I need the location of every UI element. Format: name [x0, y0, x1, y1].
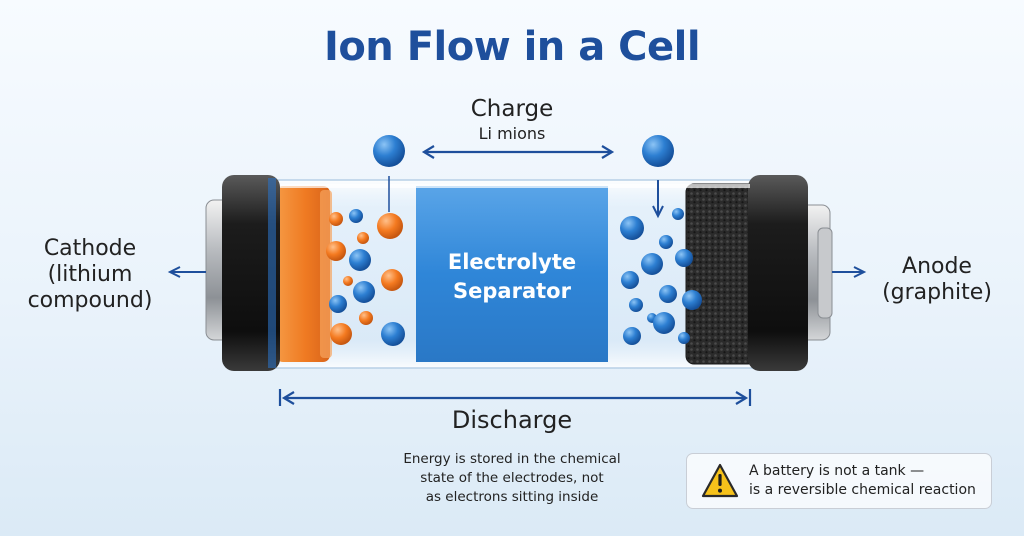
- electrolyte-separator-label: Electrolyte Separator: [420, 248, 604, 306]
- charge-ions-label: Li mions: [478, 124, 546, 143]
- anode-ions: [620, 208, 702, 345]
- left-cap: [222, 175, 280, 371]
- warning-callout: A battery is not a tank — is a reversibl…: [686, 453, 992, 509]
- right-cap: [748, 175, 808, 371]
- charge-label: Charge: [470, 96, 554, 122]
- anode-label: Anode (graphite): [862, 254, 1012, 306]
- charge-ion-left: [373, 135, 405, 167]
- anode-arrow: [832, 266, 867, 278]
- charge-ion-right: [642, 135, 674, 167]
- energy-note: Energy is stored in the chemical state o…: [382, 450, 642, 507]
- anode-label-line1: Anode: [902, 254, 972, 279]
- cathode-arrow: [167, 266, 206, 278]
- energy-note-line2: state of the electrodes, not: [420, 470, 604, 486]
- cathode-label-line1: Cathode: [43, 236, 137, 261]
- energy-note-line1: Energy is stored in the chemical: [403, 451, 621, 467]
- warning-text: A battery is not a tank — is a reversibl…: [749, 462, 989, 500]
- anode-label-line2: (graphite): [882, 280, 992, 305]
- warning-text-line2: is a reversible chemical reaction: [749, 482, 976, 498]
- warning-text-line1: A battery is not a tank —: [749, 463, 925, 479]
- cathode-label-line2: (lithium: [47, 262, 133, 287]
- anode-electrode: [686, 184, 756, 364]
- cathode-label: Cathode (lithium compound): [20, 236, 160, 314]
- cathode-ions: [326, 209, 405, 346]
- electrolyte-label-line1: Electrolyte: [447, 250, 577, 274]
- discharge-arrow: [278, 389, 752, 406]
- energy-note-line3: as electrons sitting inside: [425, 489, 599, 505]
- electrolyte-separator: [416, 186, 608, 362]
- discharge-label: Discharge: [451, 406, 573, 434]
- diagram-title: Ion Flow in a Cell: [323, 24, 701, 70]
- charge-arrow: [421, 145, 615, 159]
- cathode-label-line3: compound): [27, 288, 153, 313]
- electrolyte-label-line2: Separator: [453, 279, 571, 303]
- cathode-electrode: [276, 186, 330, 362]
- guide-arrow-right: [652, 180, 664, 219]
- warning-icon: [701, 463, 739, 498]
